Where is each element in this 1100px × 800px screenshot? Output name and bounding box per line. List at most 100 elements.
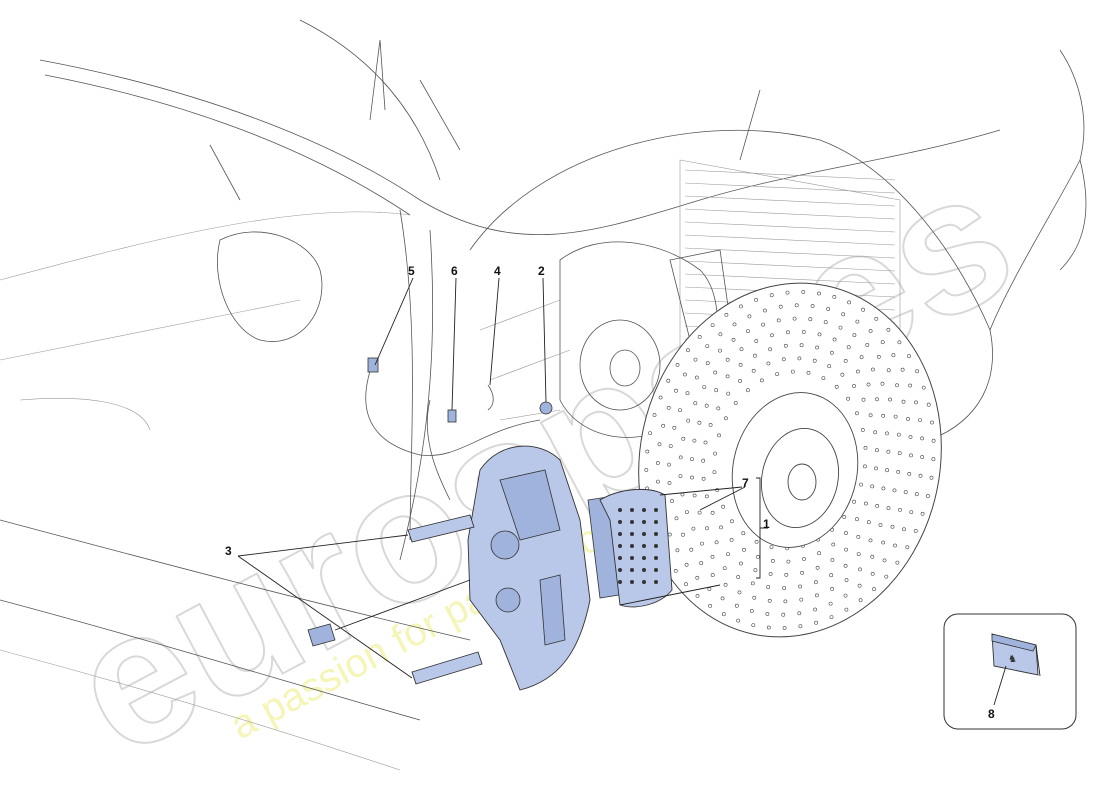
disc-hole bbox=[843, 358, 848, 363]
disc-hole bbox=[721, 612, 726, 617]
disc-hole bbox=[868, 329, 873, 333]
disc-hole bbox=[844, 547, 849, 552]
disc-hole bbox=[798, 624, 803, 629]
disc-hole bbox=[786, 559, 791, 564]
callout-6: 6 bbox=[451, 264, 458, 278]
disc-hole bbox=[685, 510, 689, 514]
disc-hole bbox=[920, 436, 925, 441]
disc-hole bbox=[769, 293, 774, 298]
disc-hole bbox=[792, 316, 797, 321]
disc-hole bbox=[878, 523, 883, 527]
disc-hole bbox=[734, 603, 739, 608]
disc-hole bbox=[931, 457, 936, 462]
disc-hole bbox=[713, 370, 718, 375]
disc-hole bbox=[781, 612, 786, 617]
prancing-horse-logo: ♞ bbox=[1008, 654, 1017, 665]
disc-hole bbox=[703, 440, 708, 445]
disc-hole bbox=[790, 369, 795, 374]
disc-hole bbox=[708, 604, 713, 608]
disc-hole bbox=[885, 468, 890, 473]
disc-hole bbox=[808, 317, 813, 322]
pad-dot bbox=[618, 580, 622, 584]
disc-hole bbox=[701, 458, 706, 463]
disc-hole bbox=[725, 374, 730, 379]
disc-hole bbox=[658, 395, 663, 400]
disc-hole bbox=[821, 376, 826, 381]
disc-hole bbox=[855, 517, 859, 522]
callout-8: 8 bbox=[988, 707, 995, 721]
disc-hole bbox=[695, 575, 700, 580]
brake-pads bbox=[587, 488, 673, 608]
pad-dot bbox=[630, 544, 634, 548]
disc-hole bbox=[855, 411, 859, 416]
disc-hole bbox=[817, 291, 821, 296]
disc-hole bbox=[882, 558, 887, 563]
disc-hole bbox=[766, 361, 771, 366]
disc-hole bbox=[844, 531, 848, 535]
disc-hole bbox=[844, 578, 849, 583]
disc-hole bbox=[768, 347, 773, 352]
disc-hole bbox=[857, 583, 862, 588]
disc-hole bbox=[866, 382, 871, 387]
disc-hole bbox=[886, 368, 891, 373]
disc-hole bbox=[786, 330, 790, 335]
disc-hole bbox=[666, 378, 671, 383]
pad-dot bbox=[630, 556, 634, 560]
disc-hole bbox=[884, 574, 889, 579]
disc-hole bbox=[931, 438, 936, 443]
disc-hole bbox=[724, 416, 728, 421]
disc-hole bbox=[741, 531, 746, 536]
disc-hole bbox=[710, 323, 715, 328]
disc-hole bbox=[675, 362, 680, 367]
disc-hole bbox=[880, 340, 885, 345]
disc-hole bbox=[645, 449, 650, 454]
disc-hole bbox=[896, 469, 901, 474]
disc-hole bbox=[692, 438, 697, 443]
disc-hole bbox=[724, 312, 729, 317]
disc-hole bbox=[875, 397, 879, 402]
pad-dot bbox=[654, 544, 658, 548]
pad-dot bbox=[642, 556, 646, 560]
disc-hole bbox=[694, 375, 699, 380]
brake-disc bbox=[638, 282, 942, 638]
disc-hole bbox=[751, 368, 756, 373]
pad-dot bbox=[654, 580, 658, 584]
disc-hole bbox=[782, 586, 787, 591]
disc-hole bbox=[881, 540, 886, 545]
disc-hole bbox=[930, 420, 934, 425]
disc-hole bbox=[726, 391, 731, 396]
disc-hole bbox=[693, 401, 698, 406]
disc-hole bbox=[648, 431, 653, 436]
disc-hole bbox=[898, 507, 902, 512]
disc-hole bbox=[722, 566, 727, 571]
disc-hole bbox=[858, 598, 863, 603]
disc-hole bbox=[684, 562, 689, 567]
disc-hole bbox=[738, 378, 743, 383]
disc-hole bbox=[685, 391, 690, 396]
pad-dot bbox=[654, 520, 658, 524]
disc-hole bbox=[846, 396, 851, 401]
disc-hole bbox=[739, 304, 743, 309]
disc-hole bbox=[902, 527, 906, 532]
disc-hole bbox=[754, 297, 759, 302]
disc-hole bbox=[830, 587, 835, 591]
disc-hole bbox=[863, 445, 868, 450]
disc-hole bbox=[815, 593, 819, 598]
disc-hole bbox=[897, 340, 902, 345]
disc-hole bbox=[861, 307, 866, 312]
disc-hole bbox=[829, 615, 834, 620]
callout-7: 7 bbox=[742, 476, 749, 490]
disc-hole bbox=[736, 575, 741, 579]
disc-hole bbox=[704, 494, 709, 499]
disc-hole bbox=[847, 300, 852, 305]
disc-hole bbox=[753, 568, 758, 573]
disc-hole bbox=[893, 543, 897, 548]
disc-hole bbox=[726, 552, 730, 557]
leader-lines bbox=[237, 277, 768, 679]
disc-hole bbox=[742, 548, 746, 552]
pad-dot bbox=[642, 520, 646, 524]
disc-hole bbox=[896, 432, 901, 437]
disc-hole bbox=[886, 506, 891, 511]
disc-hole bbox=[667, 481, 672, 485]
callouts: 5 6 4 2 7 1 3 bbox=[225, 264, 770, 558]
